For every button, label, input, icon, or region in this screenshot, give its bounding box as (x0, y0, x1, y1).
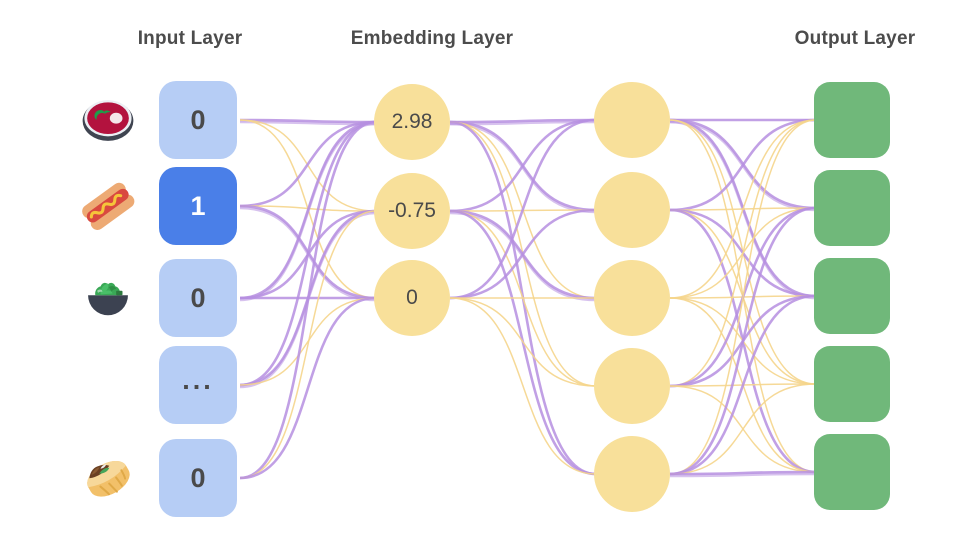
output-node-0[interactable] (814, 82, 890, 158)
edge (239, 210, 377, 479)
hotdog-emoji-icon (79, 177, 137, 235)
edge (239, 120, 377, 480)
salad-emoji-icon (79, 269, 137, 327)
output-node-3[interactable] (814, 346, 890, 422)
edge (449, 118, 597, 300)
hidden-node-0[interactable] (594, 82, 670, 158)
edge (449, 208, 597, 300)
edge (669, 119, 817, 299)
embedding-node-1[interactable]: -0.75 (374, 173, 450, 249)
edge (669, 206, 817, 476)
edge (669, 294, 817, 476)
input-node-ellipsis[interactable]: ... (159, 346, 237, 424)
hidden-node-1[interactable] (594, 172, 670, 248)
edge (239, 120, 377, 208)
edge (669, 119, 817, 475)
hidden-node-2[interactable] (594, 260, 670, 336)
hidden-node-3[interactable] (594, 348, 670, 424)
edge (449, 297, 597, 475)
edge (449, 120, 597, 126)
edge (449, 118, 597, 213)
edge (449, 211, 597, 302)
title-embedding-layer: Embedding Layer (350, 28, 514, 49)
edge (669, 118, 817, 212)
steak-emoji-icon (79, 91, 137, 149)
embedding-node-0[interactable]: 2.98 (374, 84, 450, 160)
output-node-4[interactable] (814, 434, 890, 510)
edge (239, 118, 377, 124)
edge (669, 472, 817, 478)
edge (669, 119, 817, 387)
edge (449, 297, 597, 387)
edge (239, 296, 377, 480)
input-node-0[interactable]: 0 (159, 81, 237, 159)
edge (669, 383, 817, 475)
title-input-layer: Input Layer (137, 28, 243, 49)
output-node-1[interactable] (814, 170, 890, 246)
input-node-1[interactable]: 1 (159, 167, 237, 245)
edge (449, 118, 597, 124)
burrito-emoji-icon (79, 449, 137, 507)
edge (669, 470, 817, 476)
embedding-node-2[interactable]: 0 (374, 260, 450, 336)
hidden-node-4[interactable] (594, 436, 670, 512)
edge (449, 122, 597, 214)
input-node-2[interactable]: 0 (159, 259, 237, 337)
edge (239, 120, 377, 387)
input-node-4[interactable]: 0 (159, 439, 237, 517)
title-output-layer: Output Layer (794, 28, 916, 49)
output-node-2[interactable] (814, 258, 890, 334)
edge (239, 122, 377, 302)
